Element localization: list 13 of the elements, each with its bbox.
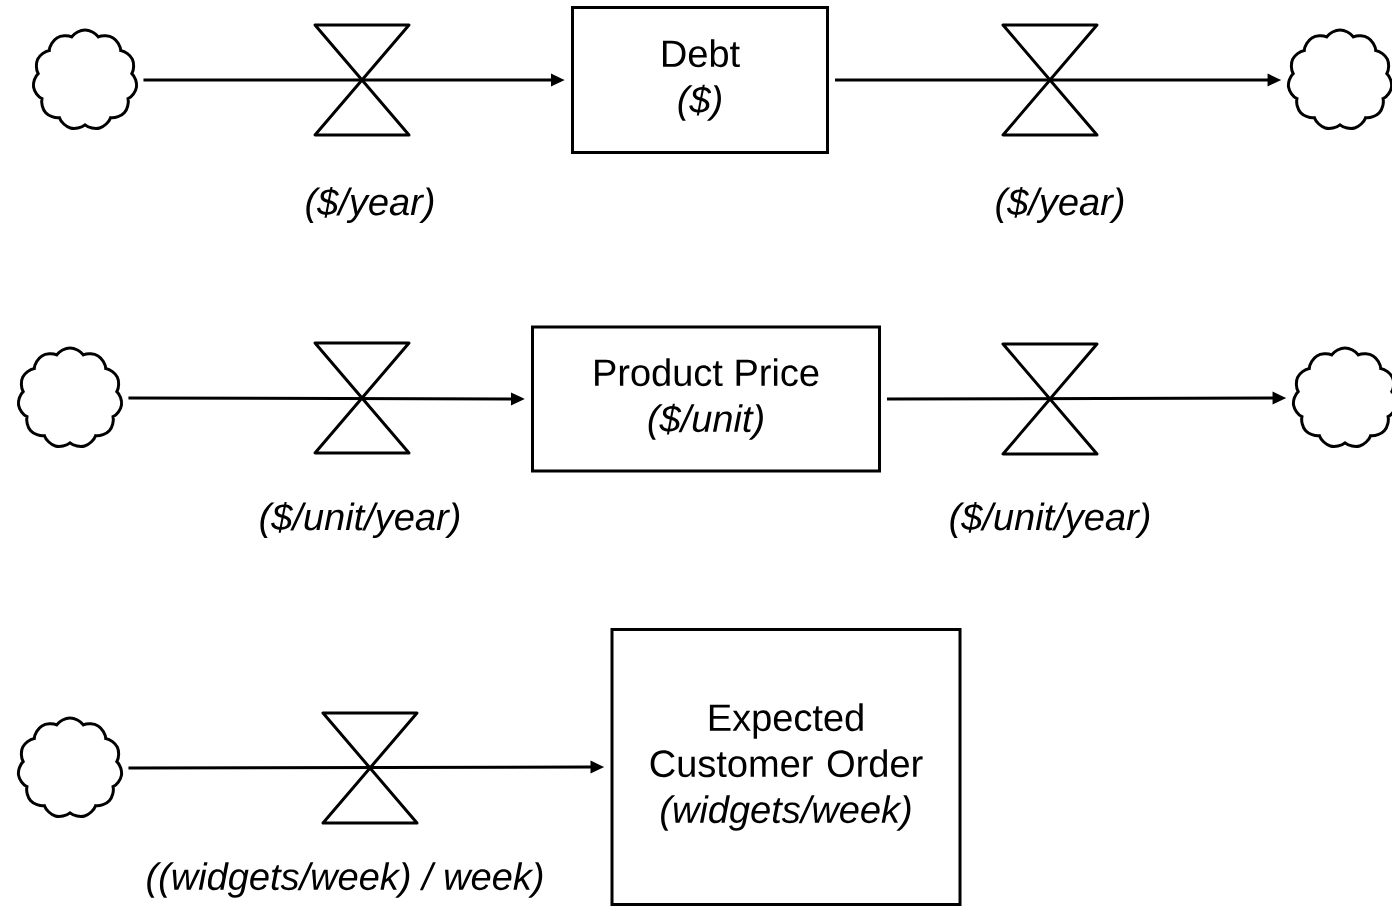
edge-label: ($/year) <box>992 185 1128 225</box>
edge-label: ($/year) <box>302 185 438 225</box>
cloud <box>16 716 124 818</box>
edge-label: ($/unit/year) <box>256 500 464 540</box>
edge-label: ($/unit/year) <box>946 500 1154 540</box>
stock-box: Expected Customer Order (widgets/week) <box>610 628 962 906</box>
stock-box: Debt ($) <box>571 6 829 154</box>
stock-box: Product Price ($/unit) <box>531 325 881 473</box>
cloud <box>31 28 139 130</box>
edge-label: ((widgets/week) / week) <box>143 860 547 900</box>
cloud <box>1286 28 1392 130</box>
cloud <box>1291 346 1392 448</box>
cloud <box>16 346 124 448</box>
